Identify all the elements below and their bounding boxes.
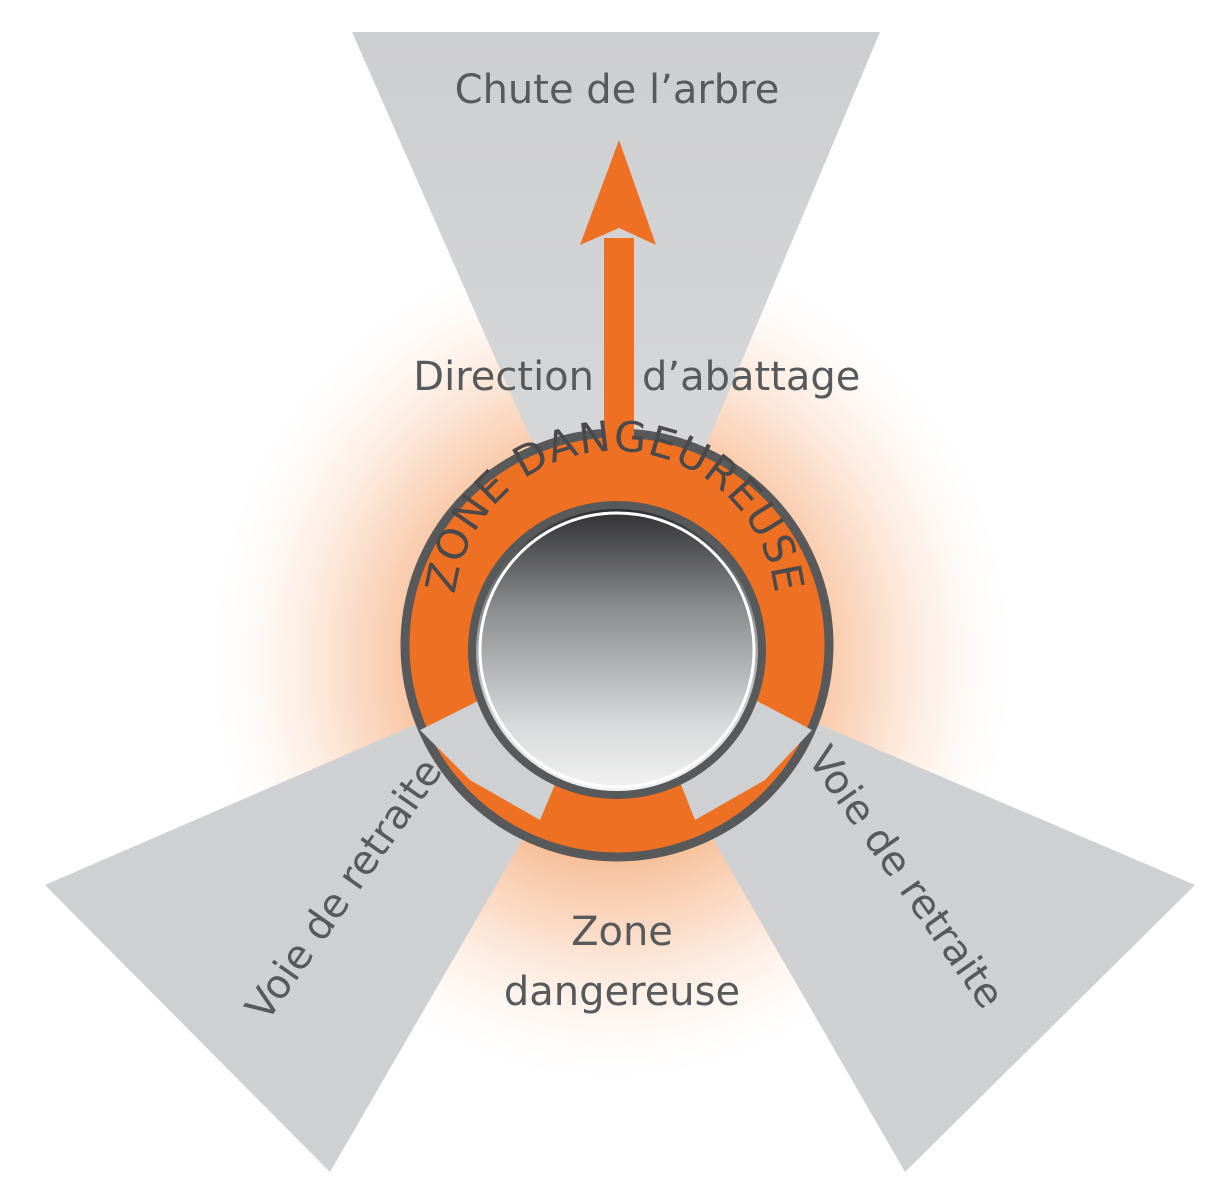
tree-stump-highlight [478,511,756,789]
danger-zone-label-line1: Zone [571,909,673,955]
tree-fall-label: Chute de l’arbre [455,67,780,113]
danger-zone-label-line2: dangereuse [504,969,740,1015]
direction-label-right: d’abattage [642,354,860,400]
tree-stump [468,501,766,799]
retreat-sector-left [45,700,556,1172]
retreat-sector-right [680,700,1195,1172]
retreat-sector-right-overlap [680,700,812,820]
direction-arrow-shaft [604,238,634,450]
retreat-sector-left-overlap [420,700,556,820]
direction-arrow-head [580,140,656,245]
direction-label-left: Direction [413,354,594,400]
